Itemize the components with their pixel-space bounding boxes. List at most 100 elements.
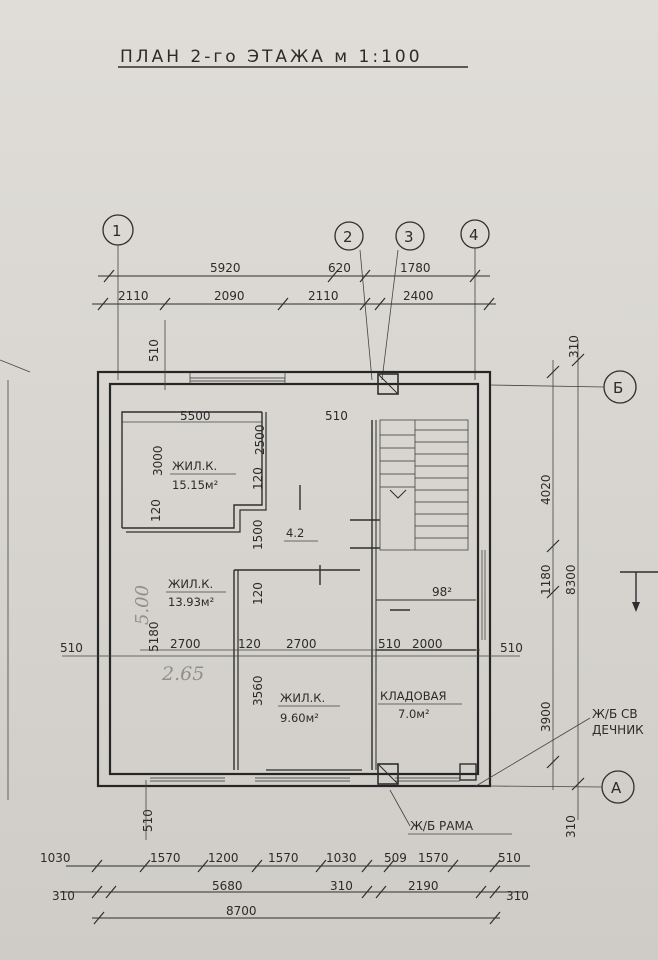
axis-label-4: 4	[469, 226, 479, 244]
axis-bubbles: 1 2 3 4 Б A	[102, 214, 637, 804]
dim-left-510-mid: 510	[60, 641, 83, 655]
interior-walls	[121, 411, 476, 771]
dim-bottom-2190: 2190	[408, 879, 439, 893]
axis-label-3: 3	[404, 228, 414, 246]
axis-lines	[117, 245, 605, 788]
dim-120-b: 120	[149, 499, 163, 522]
pencil-note-500: 5.00	[132, 585, 153, 625]
top-dimensions: 5920 620 1780 2110 2090 2110 2400	[92, 261, 496, 311]
dim-top-2110b: 2110	[308, 289, 339, 303]
axis-bubble-3	[395, 221, 425, 251]
stair-outline	[379, 419, 469, 551]
note-right-2: ДЕЧНИК	[592, 723, 644, 737]
dim-5500: 5500	[180, 409, 211, 423]
column-top	[377, 373, 399, 395]
dim-2700-b: 2700	[286, 637, 317, 651]
room4-name: КЛАДОВАЯ	[380, 689, 446, 703]
dim-bottom-510: 510	[498, 851, 521, 865]
room3-area: 9.60м²	[280, 711, 319, 725]
dim-left-510-bottom: 510	[141, 809, 155, 832]
hall-area: 4.2	[286, 526, 304, 540]
dim-ticks-top	[97, 269, 495, 311]
dim-bottom-1570b: 1570	[268, 851, 299, 865]
wall-room1	[121, 411, 262, 528]
dim-bottom-1570a: 1570	[150, 851, 181, 865]
window-bottom	[150, 777, 460, 782]
dim-right-3900: 3900	[539, 701, 553, 732]
outer-wall-outline	[96, 370, 492, 788]
room1-name: ЖИЛ.К.	[172, 459, 217, 473]
room2-area: 13.93м²	[168, 595, 214, 609]
window-top	[189, 372, 286, 384]
room-labels: ЖИЛ.К. 15.15м² ЖИЛ.К. 13.93м² ЖИЛ.К. 9.6…	[166, 459, 462, 725]
dim-right-1180: 1180	[539, 564, 553, 595]
dim-bottom-310a: 310	[52, 889, 75, 903]
dim-bottom-5680: 5680	[212, 879, 243, 893]
inner-wall-outline	[108, 382, 480, 776]
dim-ticks-bottom	[91, 859, 501, 925]
leader-line-frame	[389, 789, 411, 827]
axis-label-1: 1	[112, 222, 122, 240]
axis-line-b	[489, 384, 605, 388]
axis-line-2	[359, 249, 373, 381]
dim-top-1780: 1780	[400, 261, 431, 275]
window-right	[481, 550, 486, 640]
inner-dimensions: 5500 510 3000 2500 120 120 1500 5180 356…	[62, 409, 520, 706]
dim-top-2110a: 2110	[118, 289, 149, 303]
wall-room1-lower	[122, 412, 263, 529]
dim-right-310-top: 310	[567, 335, 581, 358]
axis-label-b: Б	[613, 379, 623, 397]
axis-label-a: A	[611, 779, 622, 797]
frame-note: Ж/Б РАМА	[410, 819, 474, 833]
dim-bottom-509: 509	[384, 851, 407, 865]
paper-edge-line	[0, 359, 31, 373]
stair-dim: 98²	[432, 585, 452, 599]
wall-room1-lower-inner	[126, 412, 267, 533]
room1-area: 15.15м²	[172, 478, 218, 492]
dim-top-2400: 2400	[403, 289, 434, 303]
staircase	[379, 419, 469, 551]
dim-3560: 3560	[251, 675, 265, 706]
dim-2000: 2000	[412, 637, 443, 651]
dim-right-510: 510	[500, 641, 523, 655]
column-bottom-right	[459, 763, 477, 781]
dim-top-2090: 2090	[214, 289, 245, 303]
dim-right-4020: 4020	[539, 474, 553, 505]
dim-bottom-310c: 310	[506, 889, 529, 903]
dim-510-inner: 510	[325, 409, 348, 423]
dim-bottom-1030b: 1030	[326, 851, 357, 865]
outer-walls	[96, 370, 492, 788]
right-dimensions: 310 4020 8300 1180 3900 510 310 Ж/Б СВ Д…	[475, 335, 658, 838]
dim-bottom-8700: 8700	[226, 904, 257, 918]
bottom-dimensions: 1030 1570 1200 1570 1030 509 1570 510 31…	[40, 789, 530, 925]
axis-line-3	[381, 249, 399, 381]
section-arrowhead	[632, 602, 640, 612]
note-right-1: Ж/Б СВ	[592, 707, 638, 721]
dim-120-d: 120	[238, 637, 261, 651]
dim-right-8300: 8300	[564, 564, 578, 595]
stair-treads	[380, 429, 468, 539]
dim-bottom-1030a: 1030	[40, 851, 71, 865]
dim-left-510-top: 510	[147, 339, 161, 362]
dim-3000: 3000	[151, 445, 165, 476]
dim-5180: 5180	[147, 621, 161, 652]
dim-top-620: 620	[328, 261, 351, 275]
axis-line-a	[489, 785, 603, 788]
dim-bottom-310b: 310	[330, 879, 353, 893]
column-top-cross	[377, 373, 399, 395]
dim-510-storage: 510	[378, 637, 401, 651]
dim-ticks-right	[546, 353, 585, 791]
dim-bottom-1570c: 1570	[418, 851, 449, 865]
axis-label-2: 2	[343, 228, 353, 246]
room2-name: ЖИЛ.К.	[168, 577, 213, 591]
dim-right-310-bottom: 310	[564, 815, 578, 838]
pencil-note-265: 2.65	[161, 663, 204, 685]
column-bottom-cross	[377, 763, 399, 785]
dim-2500: 2500	[253, 424, 267, 455]
dim-120-a: 120	[251, 467, 265, 490]
dim-120-c: 120	[251, 582, 265, 605]
left-dimensions: 510 510 510	[60, 320, 166, 840]
room4-area: 7.0м²	[398, 707, 430, 721]
